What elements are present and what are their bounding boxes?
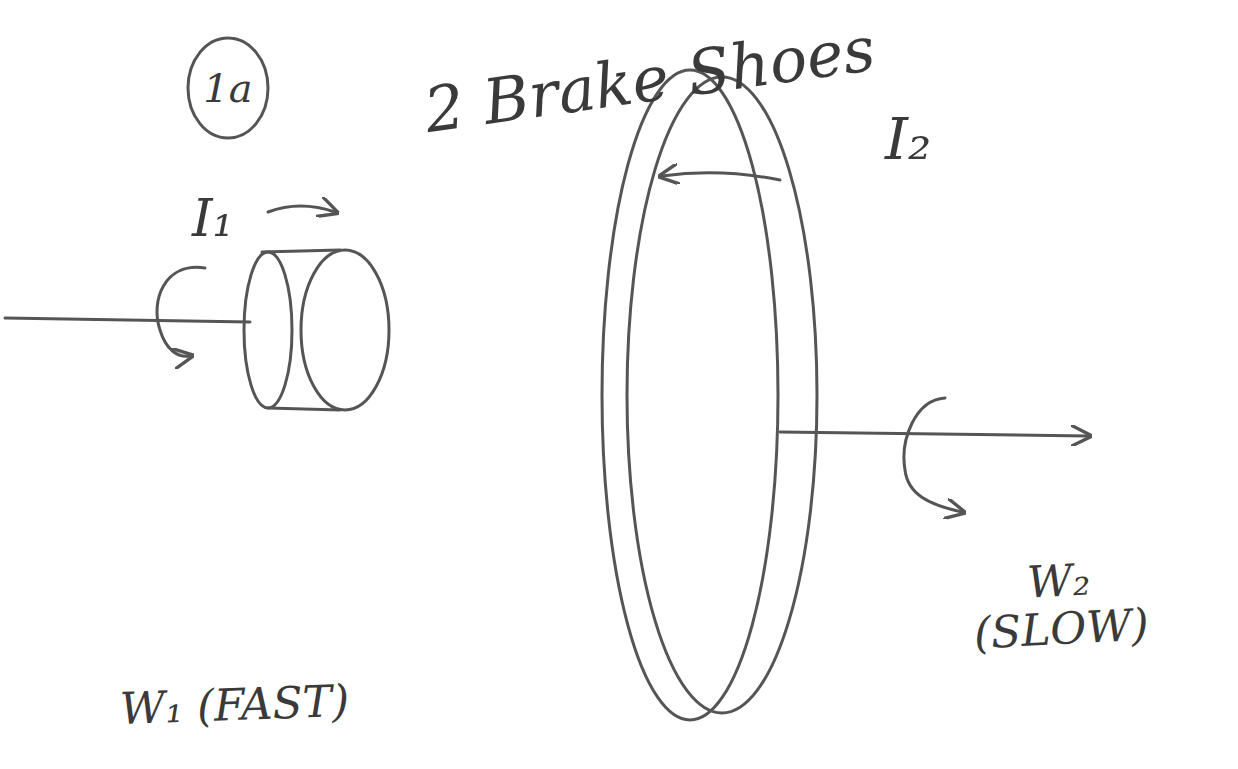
symbol-label: I₁ (192, 190, 233, 247)
symbol-label: W₁ (FAST) (120, 677, 351, 733)
problem-number: 1a (203, 66, 252, 110)
symbol-label: I₂ (885, 108, 931, 172)
large-disk (627, 77, 817, 713)
title-note: 2 Brake Shoes (421, 15, 880, 146)
rotation-arrow (904, 398, 962, 512)
small-disk (262, 250, 340, 410)
shaft (780, 432, 1088, 436)
motion-arrow (268, 206, 335, 212)
rotation-arrow (157, 267, 205, 356)
small-disk (301, 250, 389, 410)
motion-arrow (662, 173, 780, 180)
small-disk (244, 252, 292, 408)
number-circle (188, 38, 268, 138)
symbol-label: W₂ (SLOW) (963, 552, 1158, 659)
shaft (5, 318, 250, 322)
